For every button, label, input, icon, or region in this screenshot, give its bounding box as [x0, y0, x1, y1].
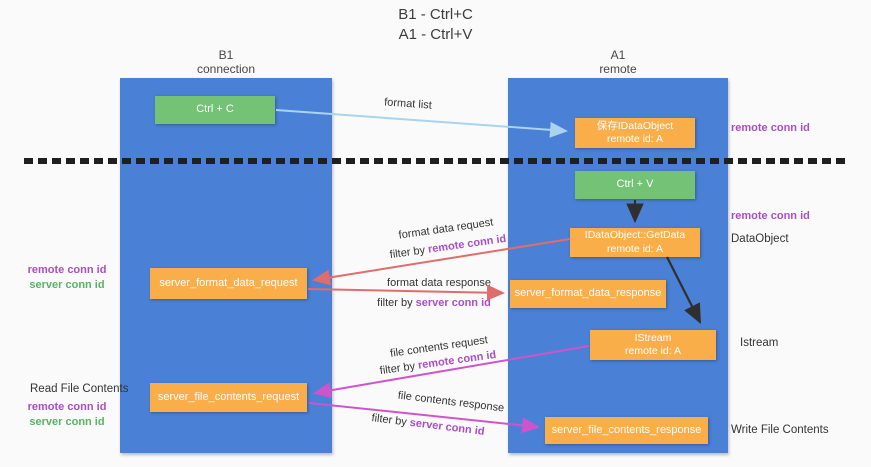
istream-side-label: Istream — [740, 337, 779, 349]
ctrl-c-box: Ctrl + C — [155, 96, 275, 124]
server-file-contents-response-box: server_file_contents_response — [545, 417, 708, 444]
server-file-contents-response-label: server_file_contents_response — [551, 423, 702, 436]
remote-conn-id-label-bottom-left: remote conn id — [27, 401, 107, 413]
ctrl-v-label: Ctrl + V — [616, 178, 654, 191]
server-file-contents-request-label: server_file_contents_request — [157, 390, 300, 403]
filter-by-server-conn-id-label-1: filter by server conn id — [377, 297, 491, 309]
remote-conn-id-label-mid-right: remote conn id — [731, 210, 810, 222]
filter-by-text: filter by — [389, 244, 426, 262]
right-column-role: remote — [599, 62, 637, 77]
server-format-data-response-label: server_format_data_response — [514, 287, 662, 300]
left-column-header: B1 connection — [120, 48, 332, 77]
phase-divider-dashed-line — [24, 158, 848, 164]
server-conn-id-inline: server conn id — [415, 297, 491, 309]
dataobject-label: DataObject — [731, 233, 789, 245]
idataobject-getdata-box: IDataObject::GetData remote id: A — [570, 228, 700, 257]
left-column-name: B1 — [218, 48, 234, 62]
right-column-header: A1 remote — [508, 48, 728, 77]
server-file-contents-request-box: server_file_contents_request — [150, 383, 307, 412]
filter-by-text: filter by — [370, 412, 408, 429]
server-format-data-request-label: server_format_data_request — [159, 276, 298, 289]
left-conn-id-block-mid: remote conn id server conn id — [20, 263, 114, 293]
ctrl-c-label: Ctrl + C — [196, 103, 234, 116]
read-file-contents-label: Read File Contents — [30, 383, 129, 395]
server-conn-id-inline: server conn id — [409, 416, 486, 438]
save-dataobject-line1: 保存IDataObject — [596, 119, 674, 132]
server-format-data-request-box: server_format_data_request — [150, 268, 307, 299]
server-conn-id-label-mid-left: server conn id — [29, 278, 105, 291]
format-data-response-arrow — [307, 284, 505, 301]
remote-conn-id-inline: remote conn id — [427, 232, 507, 256]
istream-box: IStream remote id: A — [590, 330, 716, 360]
server-conn-id-label-bottom-left: server conn id — [29, 415, 105, 428]
save-dataobject-box: 保存IDataObject remote id: A — [575, 118, 695, 148]
filter-by-text: filter by — [379, 360, 416, 378]
filter-by-text: filter by — [377, 297, 413, 309]
getdata-line2: remote id: A — [606, 242, 664, 255]
file-contents-response-arrow-label: file contents response — [397, 389, 505, 415]
left-conn-id-block-bottom: remote conn id server conn id — [20, 400, 114, 430]
diagram-title: B1 - Ctrl+C A1 - Ctrl+V — [0, 5, 871, 44]
remote-conn-id-label-top-right: remote conn id — [731, 122, 810, 134]
getdata-line1: IDataObject::GetData — [584, 229, 686, 242]
left-column-role: connection — [196, 62, 256, 77]
right-column-name: A1 — [610, 48, 626, 62]
ctrl-v-box: Ctrl + V — [575, 171, 695, 199]
format-list-arrow-label: format list — [383, 96, 433, 112]
istream-line1: IStream — [634, 331, 672, 344]
filter-by-server-conn-id-label-2: filter by server conn id — [371, 412, 485, 438]
save-dataobject-line2: remote id: A — [606, 133, 664, 145]
write-file-contents-label: Write File Contents — [731, 424, 829, 436]
istream-line2: remote id: A — [624, 345, 682, 357]
server-format-data-response-box: server_format_data_response — [510, 280, 666, 308]
remote-conn-id-label-mid-left: remote conn id — [27, 264, 107, 276]
title-line-1: B1 - Ctrl+C — [398, 6, 473, 23]
title-line-2: A1 - Ctrl+V — [398, 25, 473, 43]
format-data-response-arrow-label: format data response — [387, 277, 491, 289]
